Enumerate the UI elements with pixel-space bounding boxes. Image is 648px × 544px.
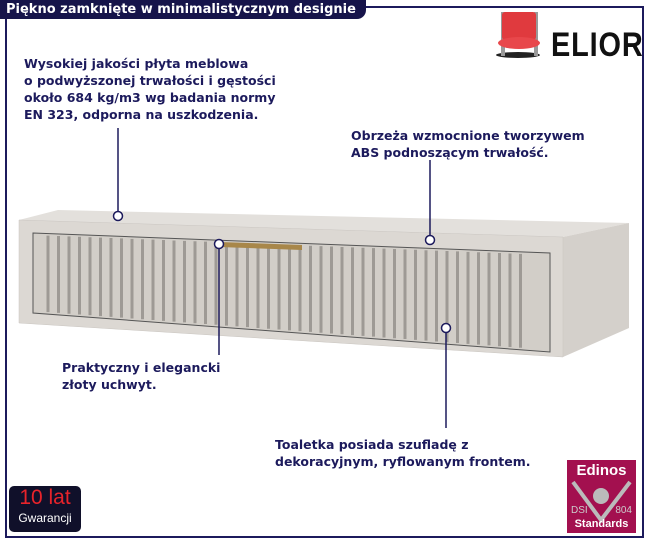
shelf-top [19, 210, 629, 237]
brand-logo: ELIOR [551, 26, 644, 64]
warranty-label: Gwarancji [18, 511, 72, 525]
callout-board-quality: Wysokiej jakości płyta meblowa o podwyżs… [24, 56, 276, 122]
callout-fluted-drawer: Toaletka posiada szufladę z dekoracyjnym… [275, 437, 531, 469]
certificate-v-icon [571, 480, 632, 524]
drawer-flutes [46, 235, 522, 348]
warranty-years: 10 lat [19, 486, 71, 509]
certificate-right: 804 [615, 505, 632, 516]
warranty-badge: 10 lat Gwarancji [9, 486, 81, 532]
page-title: Piękno zamknięte w minimalistycznym desi… [0, 0, 366, 19]
certificate-top: Edinos [576, 462, 627, 479]
certificate-left: DSI [571, 505, 588, 516]
shelf-side [563, 223, 629, 357]
callout-abs-edges: Obrzeża wzmocnione tworzywem ABS podnosz… [351, 128, 585, 160]
gold-handle [219, 242, 302, 250]
certificate-badge: Edinos DSI 804 Standards [567, 460, 636, 533]
callout-pointers [112, 128, 452, 428]
certificate-bottom: Standards [574, 518, 629, 530]
red-chair-icon [496, 12, 540, 58]
callout-gold-handle: Praktyczny i elegancki złoty uchwyt. [62, 360, 221, 392]
